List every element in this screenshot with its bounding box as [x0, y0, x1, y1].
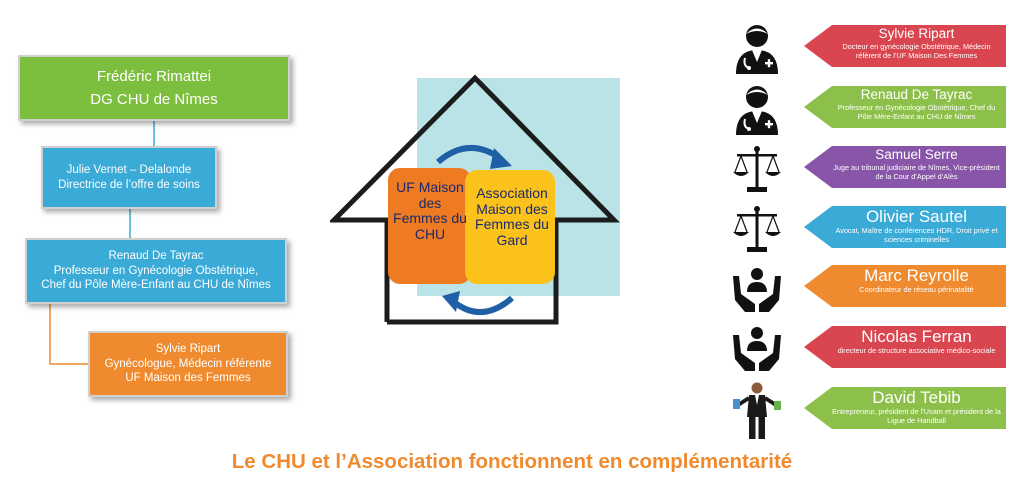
uf-label: UF Maison des Femmes du CHU	[393, 179, 467, 243]
person-role: Avocat, Maître de conférences HDR, Droit…	[835, 226, 998, 244]
care-hands-icon	[731, 321, 783, 373]
person-role: Juge au tribunal judiciaire de Nîmes, Vi…	[833, 163, 1000, 181]
bottom-cycle-arrow	[452, 295, 514, 316]
org-box-vernet: Julie Vernet – Delalonde Directrice de l…	[41, 146, 217, 209]
care-hands-icon	[731, 262, 783, 314]
uf-block	[388, 168, 471, 284]
person-name: Samuel Serre	[875, 147, 958, 162]
justice-scales-icon	[731, 143, 783, 195]
person-card-samuel-serre: Samuel Serre Juge au tribunal judiciaire…	[804, 146, 1006, 188]
person-card-renaud-de-tayrac: Renaud De Tayrac Professeur en Gynécolog…	[804, 86, 1006, 128]
org-box-director: Frédéric Rimattei DG CHU de Nîmes	[18, 55, 290, 121]
org-box-ripart: Sylvie Ripart Gynécologue, Médecin référ…	[88, 331, 288, 397]
doctor-icon	[731, 83, 783, 135]
person-card-david-tebib: David Tebib Entrepreneur, président de l…	[804, 387, 1006, 429]
ripart-title-line1: Gynécologue, Médecin référente	[104, 357, 272, 370]
tayrac-name: Renaud De Tayrac	[108, 249, 204, 262]
person-name: Olivier Sautel	[865, 207, 968, 226]
person-role: Entrepreneur, président de l’Usam et pré…	[832, 407, 1001, 425]
person-role: Coordinateur de réseau périnatalité	[859, 285, 974, 294]
person-name: Nicolas Ferran	[861, 327, 972, 346]
person-name: Sylvie Ripart	[878, 26, 955, 41]
association-label: Association Maison des Femmes du Gard	[475, 185, 549, 249]
doctor-icon	[731, 22, 783, 74]
ripart-title-line2: UF Maison des Femmes	[125, 372, 251, 385]
top-cycle-arrowhead	[490, 148, 512, 169]
person-role: Docteur en gynécologie Obstétrique, Méde…	[842, 42, 991, 60]
person-role: directeur de structure associative médic…	[837, 346, 996, 355]
justice-scales-icon	[731, 203, 783, 255]
footer-caption: Le CHU et l’Association fonctionnent en …	[231, 450, 793, 473]
person-card-nicolas-ferran: Nicolas Ferran directeur de structure as…	[804, 326, 1006, 368]
businessman-icon	[731, 381, 783, 441]
person-name: Renaud De Tayrac	[860, 87, 973, 102]
person-card-olivier-sautel: Olivier Sautel Avocat, Maître de confére…	[804, 206, 1006, 248]
bottom-cycle-arrowhead	[442, 291, 460, 312]
person-name: David Tebib	[872, 388, 961, 407]
house-diagram	[330, 74, 620, 325]
tayrac-title-line1: Professeur en Gynécologie Obstétrique,	[53, 264, 259, 277]
person-card-sylvie-ripart: Sylvie Ripart Docteur en gynécologie Obs…	[804, 25, 1006, 67]
tayrac-title-line2: Chef du Pôle Mère-Enfant au CHU de Nîmes	[41, 279, 271, 292]
org-box-tayrac: Renaud De Tayrac Professeur en Gynécolog…	[25, 238, 287, 304]
vernet-title: Directrice de l’offre de soins	[58, 178, 200, 191]
ripart-name: Sylvie Ripart	[155, 342, 221, 355]
director-title: DG CHU de Nîmes	[90, 91, 218, 108]
association-block	[465, 170, 555, 284]
person-card-marc-reyrolle: Marc Reyrolle Coordinateur de réseau pér…	[804, 265, 1006, 307]
vernet-name: Julie Vernet – Delalonde	[66, 163, 192, 176]
org-connectors	[49, 121, 155, 365]
person-name: Marc Reyrolle	[864, 266, 969, 285]
director-name: Frédéric Rimattei	[96, 67, 212, 85]
house-outline	[330, 74, 620, 325]
person-role: Professeur en Gynécologie Obstétrique, C…	[837, 103, 996, 121]
